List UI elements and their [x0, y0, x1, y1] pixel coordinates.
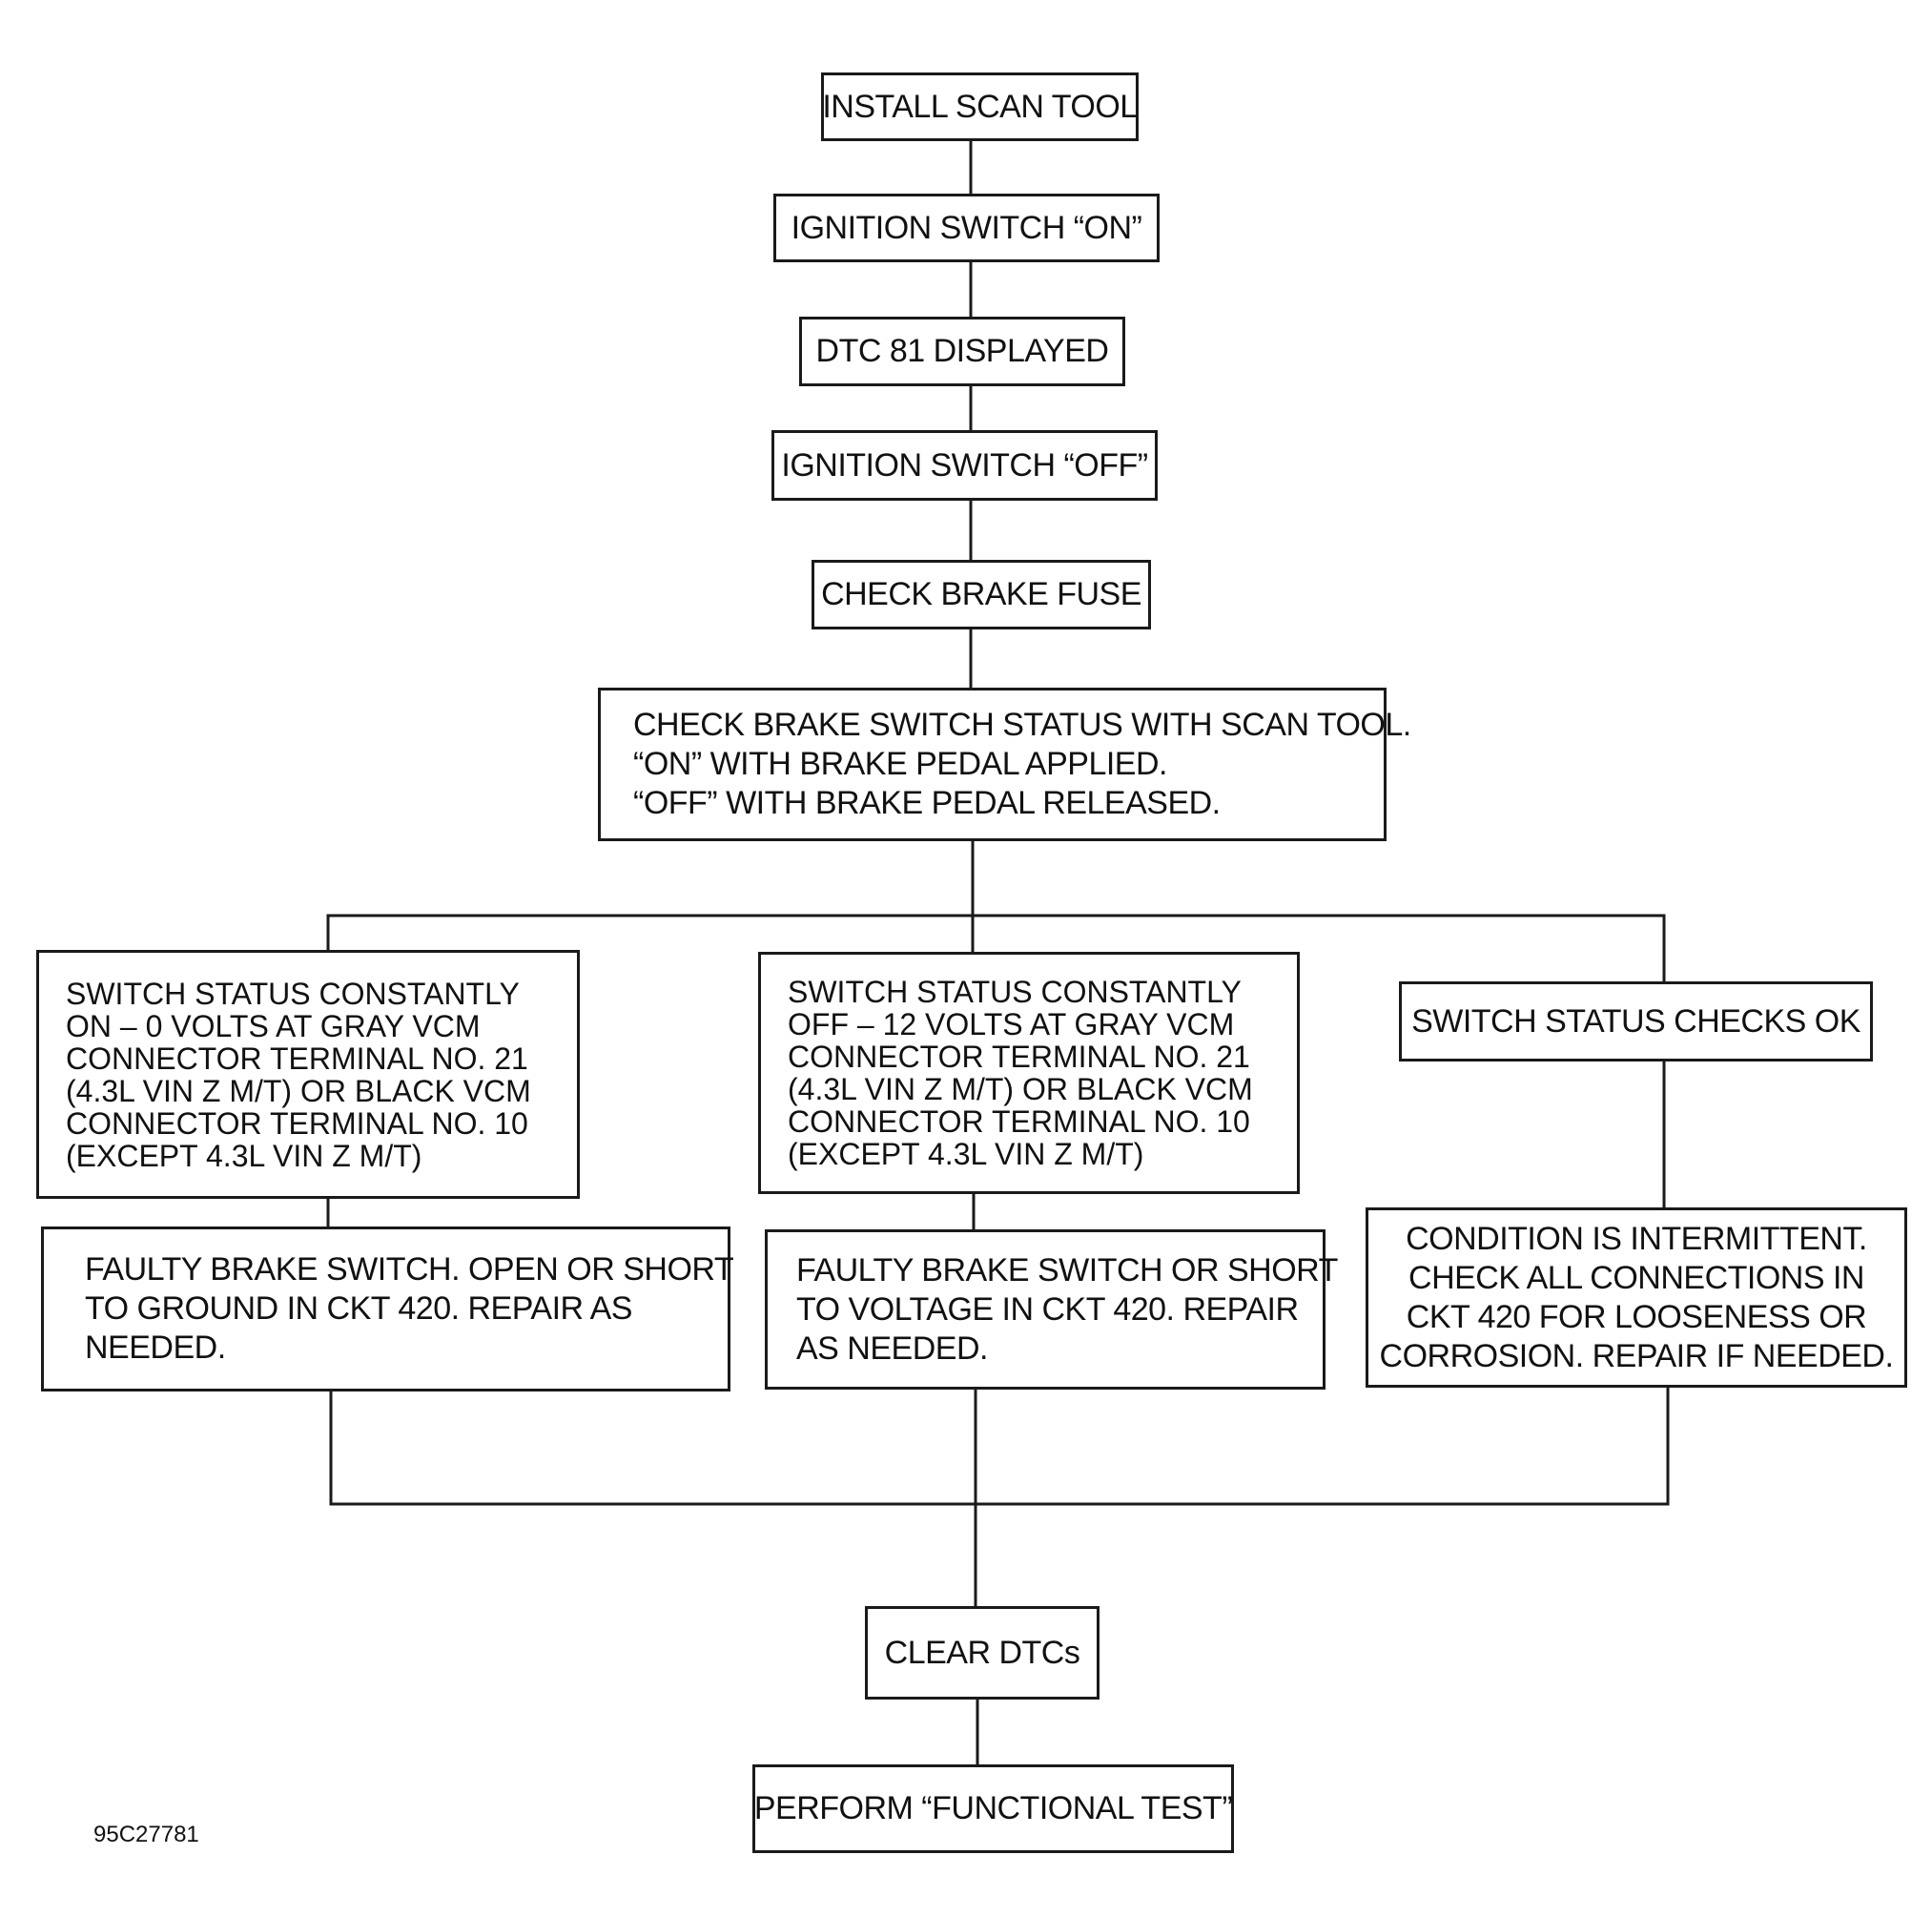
- check-switch-status-line-2: “ON” WITH BRAKE PEDAL APPLIED.: [633, 746, 1167, 782]
- step-functional-test-text: PERFORM “FUNCTIONAL TEST”: [753, 1790, 1233, 1826]
- step-ignition-off: IGNITION SWITCH “OFF”: [771, 430, 1158, 501]
- step-ignition-on: IGNITION SWITCH “ON”: [773, 194, 1160, 262]
- step-install-scan-tool: INSTALL SCAN TOOL: [821, 72, 1139, 141]
- step-functional-test: PERFORM “FUNCTIONAL TEST”: [752, 1764, 1234, 1853]
- check-switch-status-line-1: CHECK BRAKE SWITCH STATUS WITH SCAN TOOL…: [633, 707, 1411, 743]
- constantly-off-line-1: SWITCH STATUS CONSTANTLY: [788, 975, 1242, 1009]
- step-check-switch-status: CHECK BRAKE SWITCH STATUS WITH SCAN TOOL…: [598, 688, 1411, 841]
- step-ignition-off-text: IGNITION SWITCH “OFF”: [781, 446, 1148, 484]
- step-dtc-displayed-text: DTC 81 DISPLAYED: [815, 333, 1109, 369]
- constantly-on-action-line-1: FAULTY BRAKE SWITCH. OPEN OR SHORT: [85, 1251, 734, 1288]
- checks-ok-action-line-2: CHECK ALL CONNECTIONS IN: [1408, 1259, 1864, 1296]
- constantly-off-line-2: OFF – 12 VOLTS AT GRAY VCM: [788, 1007, 1235, 1041]
- checks-ok-text: SWITCH STATUS CHECKS OK: [1411, 1002, 1860, 1040]
- step-ignition-on-text: IGNITION SWITCH “ON”: [791, 209, 1142, 246]
- step-install-scan-tool-text: INSTALL SCAN TOOL: [822, 88, 1138, 125]
- constantly-off-line-5: CONNECTOR TERMINAL NO. 10: [788, 1104, 1250, 1139]
- checks-ok-action-line-1: CONDITION IS INTERMITTENT.: [1406, 1220, 1867, 1257]
- constantly-on-action-line-2: TO GROUND IN CKT 420. REPAIR AS: [85, 1290, 633, 1327]
- constantly-on-line-2: ON – 0 VOLTS AT GRAY VCM: [66, 1008, 481, 1043]
- checks-ok-action-line-3: CKT 420 FOR LOOSENESS OR: [1406, 1298, 1867, 1335]
- branch-checks-ok-condition: SWITCH STATUS CHECKS OK: [1399, 981, 1873, 1062]
- step-clear-dtcs-text: CLEAR DTCs: [884, 1634, 1080, 1671]
- constantly-off-action-line-3: AS NEEDED.: [796, 1330, 988, 1367]
- step-dtc-displayed: DTC 81 DISPLAYED: [799, 317, 1125, 386]
- figure-id-label: 95C27781: [93, 1822, 199, 1847]
- constantly-off-line-3: CONNECTOR TERMINAL NO. 21: [788, 1040, 1250, 1074]
- step-check-brake-fuse: CHECK BRAKE FUSE: [812, 560, 1151, 629]
- constantly-off-line-6: (EXCEPT 4.3L VIN Z M/T): [788, 1137, 1144, 1171]
- constantly-on-line-6: (EXCEPT 4.3L VIN Z M/T): [66, 1138, 422, 1173]
- branch-checks-ok-action: CONDITION IS INTERMITTENT. CHECK ALL CON…: [1366, 1207, 1907, 1388]
- step-clear-dtcs: CLEAR DTCs: [865, 1606, 1100, 1700]
- constantly-on-line-5: CONNECTOR TERMINAL NO. 10: [66, 1105, 528, 1141]
- branch-constantly-on-action: FAULTY BRAKE SWITCH. OPEN OR SHORT TO GR…: [41, 1226, 734, 1391]
- constantly-on-action-line-3: NEEDED.: [85, 1330, 226, 1366]
- constantly-on-line-3: CONNECTOR TERMINAL NO. 21: [66, 1041, 528, 1076]
- constantly-off-action-line-1: FAULTY BRAKE SWITCH OR SHORT: [796, 1251, 1338, 1288]
- check-switch-status-line-3: “OFF” WITH BRAKE PEDAL RELEASED.: [633, 785, 1221, 821]
- constantly-on-line-1: SWITCH STATUS CONSTANTLY: [66, 976, 520, 1011]
- branch-constantly-off-condition: SWITCH STATUS CONSTANTLY OFF – 12 VOLTS …: [758, 952, 1300, 1194]
- checks-ok-action-line-4: CORROSION. REPAIR IF NEEDED.: [1379, 1337, 1894, 1374]
- constantly-off-action-line-2: TO VOLTAGE IN CKT 420. REPAIR: [796, 1290, 1299, 1328]
- constantly-off-line-4: (4.3L VIN Z M/T) OR BLACK VCM: [788, 1072, 1253, 1106]
- branch-constantly-off-action: FAULTY BRAKE SWITCH OR SHORT TO VOLTAGE …: [765, 1229, 1338, 1390]
- constantly-on-line-4: (4.3L VIN Z M/T) OR BLACK VCM: [66, 1073, 531, 1108]
- step-check-brake-fuse-text: CHECK BRAKE FUSE: [821, 576, 1141, 612]
- branch-constantly-on-condition: SWITCH STATUS CONSTANTLY ON – 0 VOLTS AT…: [36, 950, 580, 1199]
